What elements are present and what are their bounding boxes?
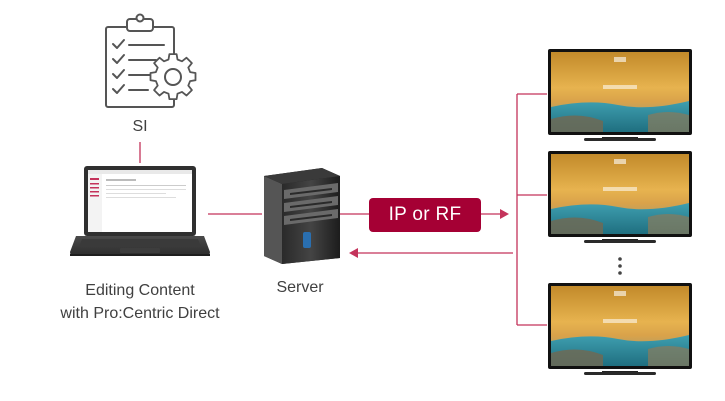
protocol-badge: IP or RF [369, 198, 481, 232]
laptop-label-line2: with Pro:Centric Direct [60, 305, 220, 322]
more-displays-ellipsis [618, 257, 622, 275]
laptop-label-line1: Editing Content [85, 282, 195, 299]
return-arrowhead [349, 248, 358, 258]
server-tower-icon [264, 168, 340, 264]
si-label: SI [132, 118, 148, 135]
forward-arrowhead [500, 209, 509, 219]
laptop-label: Editing Content with Pro:Centric Direct [30, 279, 250, 325]
connection-lines [139, 93, 547, 326]
tv-icon [548, 151, 692, 243]
laptop-icon [70, 166, 210, 256]
tv-icon [548, 49, 692, 141]
checklist-gear-icon [105, 13, 197, 108]
server-label: Server [276, 279, 324, 296]
tv-icon [548, 283, 692, 375]
